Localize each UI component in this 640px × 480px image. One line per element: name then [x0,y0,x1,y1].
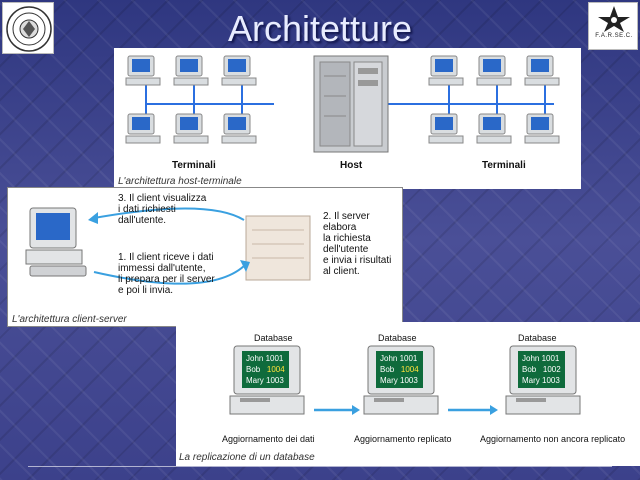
arrow-client-to-server [93,265,245,285]
star-emblem-icon [598,6,630,32]
university-seal-logo [2,2,54,54]
terminal-icon [428,55,464,86]
replication-caption: La replicazione di un database [179,452,315,463]
database-screen-2: John 1001 Bob 1004 Mary 1003 [376,351,423,388]
host-terminal-caption: L'architettura host-terminale [118,176,242,187]
step2-text: 2. Il server elabora la richiesta dell'u… [323,211,392,277]
farsec-logo-text: F.A.R.SE.C. [595,33,633,39]
step3-text: 3. Il client visualizza i dati richiesti… [118,193,207,226]
farsec-logo: F.A.R.SE.C. [588,2,638,50]
host-server-icon [313,55,389,153]
host-terminal-panel: Terminali Host Terminali L'architettura … [114,48,581,189]
terminal-icon [524,55,560,86]
seal-icon [6,6,52,52]
database-screen-1: John 1001 Bob 1004 Mary 1003 [242,351,289,388]
slide-title: Architetture [227,8,413,49]
replica-step1-label: Aggiornamento dei dati [222,434,315,444]
replication-diagram [229,345,581,415]
replica-step2-label: Aggiornamento replicato [354,434,452,444]
terminal-icon [428,113,464,144]
host-label: Host [340,160,363,171]
database-label-2: Database [378,333,417,343]
terminals-left-label: Terminali [172,160,216,171]
terminal-icon [476,55,512,86]
database-screen-3: John 1001 Bob 1002 Mary 1003 [518,351,565,388]
client-server-panel: 3. Il client visualizza i dati richiesti… [7,187,403,327]
client-pc-icon [25,207,87,277]
client-server-caption: L'architettura client-server [12,314,127,325]
terminal-icon [476,113,512,144]
server-icon [245,215,311,281]
arrow-server-to-client [93,207,245,221]
database-label-3: Database [518,333,557,343]
client-server-diagram [25,207,311,285]
terminal-icon [173,55,209,86]
terminal-icon [173,113,209,144]
terminals-right-label: Terminali [482,160,526,171]
replication-panel: Database Database Database John 1001 Bob… [176,322,640,466]
terminal-icon [221,55,257,86]
footer-divider [28,466,612,467]
terminal-icon [125,55,161,86]
step1-text: 1. Il client riceve i dati immessi dall'… [118,252,215,296]
terminal-icon [524,113,560,144]
database-label-1: Database [254,333,293,343]
host-terminal-diagram [125,55,560,153]
terminal-icon [221,113,257,144]
terminal-icon [125,113,161,144]
replica-step3-label: Aggiornamento non ancora replicato [480,434,626,444]
